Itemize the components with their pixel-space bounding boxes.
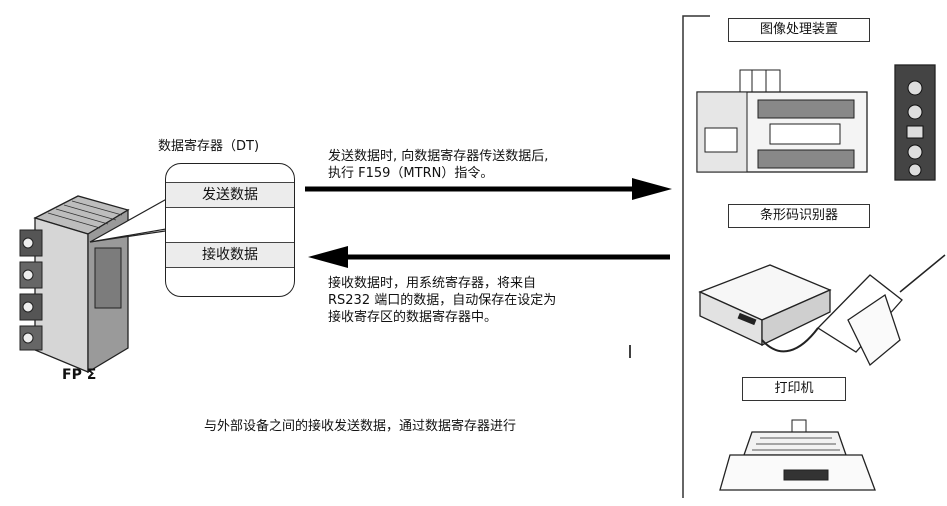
image-processor-label: 图像处理装置: [728, 18, 870, 42]
send-note: 发送数据时, 向数据寄存器传送数据后, 执行 F159（MTRN）指令。: [328, 148, 548, 182]
send-data-row: 发送数据: [166, 182, 294, 208]
diagram-caption: 与外部设备之间的接收发送数据，通过数据寄存器进行: [204, 419, 517, 434]
printer-icon: [719, 419, 876, 491]
receive-arrow: [308, 246, 670, 268]
plc-unit-icon: [19, 195, 130, 374]
printer-label: 打印机: [742, 377, 846, 401]
receive-note-line-3: 接收寄存区的数据寄存器中。: [328, 310, 498, 325]
register-title: 数据寄存器（DT): [158, 139, 260, 154]
receive-note: 接收数据时，用系统寄存器，将来自 RS232 端口的数据，自动保存在设定为 接收…: [328, 275, 556, 326]
image-processor-icon: [696, 64, 936, 181]
device-group-bracket: [682, 15, 710, 498]
plc-model-label: FP Σ: [62, 367, 97, 383]
send-note-line-2: 执行 F159（MTRN）指令。: [328, 166, 494, 181]
barcode-reader-icon: [698, 254, 946, 367]
send-arrow: [305, 178, 672, 200]
send-note-line-1: 发送数据时, 向数据寄存器传送数据后,: [328, 149, 549, 164]
receive-data-row: 接收数据: [166, 242, 294, 268]
receive-note-line-1: 接收数据时，用系统寄存器，将来自: [328, 276, 537, 291]
receive-note-line-2: RS232 端口的数据，自动保存在设定为: [328, 293, 557, 308]
data-register-block: 发送数据 接收数据: [165, 163, 295, 297]
barcode-reader-label: 条形码识别器: [728, 204, 870, 228]
